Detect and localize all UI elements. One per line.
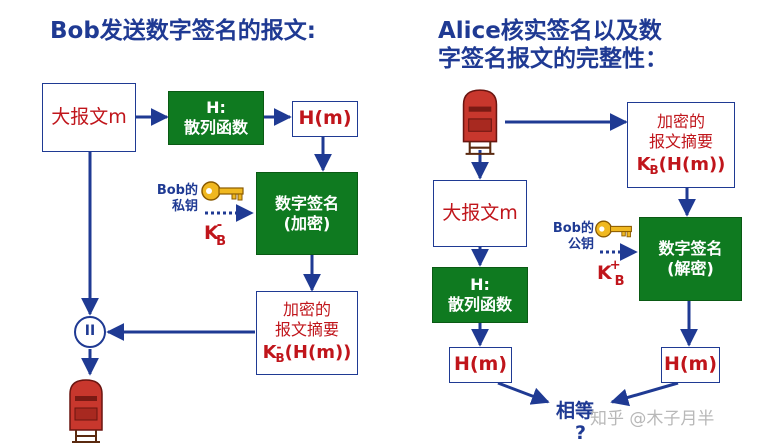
formula-sup: -: [650, 151, 656, 166]
hash-box-line1: H:: [206, 98, 226, 117]
hash-right-line1: H:: [470, 275, 490, 294]
hash-function-box-right: H: 散列函数: [432, 267, 528, 323]
encrypted-digest-box: 加密的 报文摘要 K-B(H(m)): [256, 291, 358, 375]
decrypted-hash-label: H(m): [663, 353, 718, 376]
verify-box-line2: (解密): [667, 259, 714, 278]
sign-box-line1: 数字签名: [274, 193, 339, 213]
mailbox-icon: [462, 89, 498, 155]
formula-sup: -: [276, 339, 282, 354]
computed-hash-box: H(m): [449, 347, 512, 383]
encrypted-digest-line2: 报文摘要: [274, 319, 339, 339]
sign-box-line2: (加密): [283, 213, 331, 233]
mailbox-icon: [69, 379, 103, 443]
public-key-label-line2: 公钥: [567, 237, 594, 252]
public-key-symbol-base: K: [597, 262, 612, 284]
private-key-icon: [201, 181, 244, 201]
encrypted-digest-line1: 加密的: [282, 299, 331, 319]
private-key-symbol: K-B: [204, 218, 234, 249]
public-key-symbol: K+B: [597, 258, 633, 289]
hash-box-line2: 散列函数: [183, 118, 248, 137]
private-key-symbol-sup: -: [216, 218, 223, 233]
hash-result-box: H(m): [292, 101, 358, 137]
received-digest-line1: 加密的: [656, 111, 705, 131]
hash-right-line2: 散列函数: [447, 295, 512, 314]
merge-symbol: II: [84, 323, 96, 339]
received-digest-formula: K-B(H(m)): [637, 152, 726, 179]
public-key-symbol-sup: +: [609, 258, 621, 273]
right-title-line2: 字签名报文的完整性：: [438, 46, 668, 72]
private-key-label-line2: 私钥: [171, 199, 198, 214]
merge-circle: [74, 316, 106, 348]
private-key-label-line1: Bob的: [156, 183, 198, 198]
hash-function-box: H: 散列函数: [168, 91, 264, 145]
arrow-hm-left-to-compare: [497, 381, 550, 405]
compare-question-mark: ?: [575, 422, 587, 444]
formula-base: K: [636, 153, 651, 175]
verify-box-line1: 数字签名: [658, 239, 723, 258]
right-title-line1: Alice核实签名以及数: [438, 18, 662, 44]
public-key-symbol-sub: B: [614, 274, 625, 289]
private-key-symbol-sub: B: [216, 234, 227, 249]
watermark: 知乎 @木子月半: [590, 409, 715, 429]
formula-sub: B: [275, 351, 285, 366]
compare-label: 相等: [556, 400, 595, 422]
left-title: Bob发送数字签名的报文:: [50, 18, 316, 44]
message-box-label: 大报文m: [51, 105, 127, 128]
received-digest-line2: 报文摘要: [648, 131, 713, 151]
public-key-label-line1: Bob的: [552, 221, 594, 236]
arrow-hm-right-to-compare: [610, 381, 679, 407]
encrypted-digest-formula: K-B(H(m)): [263, 340, 352, 367]
public-key-icon: [595, 220, 632, 238]
verify-decrypt-box: 数字签名 (解密): [639, 217, 742, 301]
formula-rest: (H(m)): [658, 153, 726, 175]
private-key-label: Bob的 私钥: [140, 183, 198, 215]
received-encrypted-digest-box: 加密的 报文摘要 K-B(H(m)): [627, 102, 735, 188]
hash-result-label: H(m): [298, 107, 352, 130]
public-key-label: Bob的 公钥: [536, 221, 594, 253]
formula-rest: (H(m)): [284, 341, 352, 363]
sign-encrypt-box: 数字签名 (加密): [256, 172, 358, 255]
computed-hash-label: H(m): [453, 353, 508, 376]
formula-sub: B: [649, 163, 659, 178]
received-message-label: 大报文m: [442, 201, 518, 224]
received-message-box: 大报文m: [433, 180, 527, 247]
formula-base: K: [262, 341, 277, 363]
message-box: 大报文m: [42, 83, 136, 152]
private-key-symbol-base: K: [204, 222, 219, 244]
decrypted-hash-box: H(m): [661, 347, 720, 383]
